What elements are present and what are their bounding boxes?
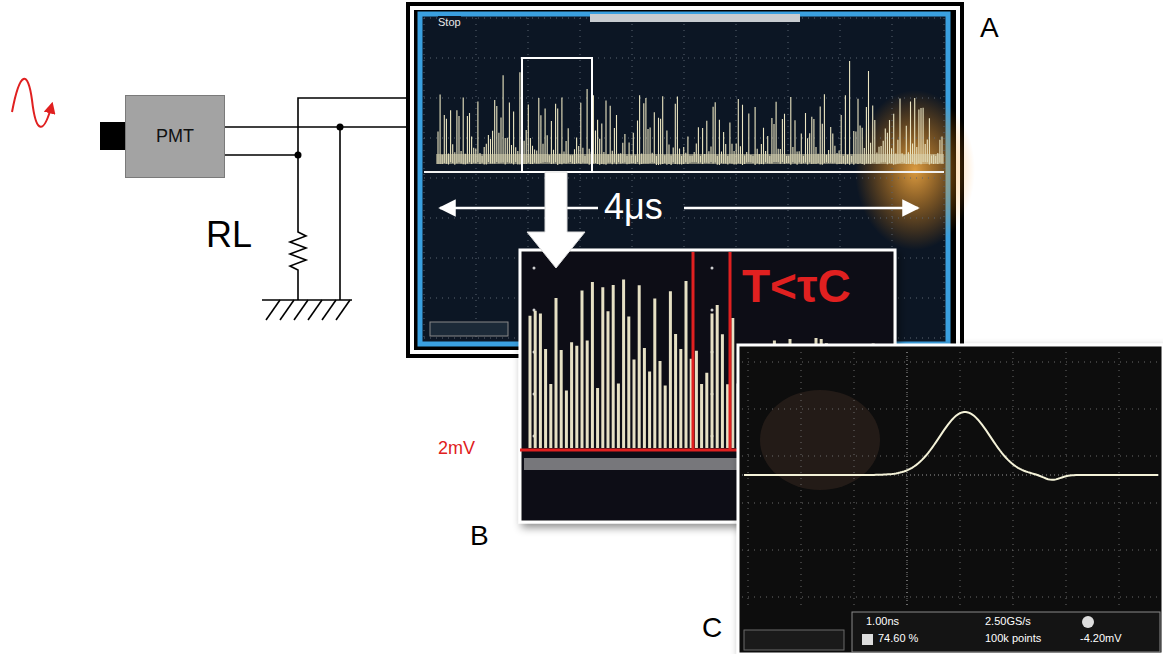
noise-band bbox=[436, 154, 944, 164]
grid-line bbox=[424, 98, 944, 99]
trigger-level: -4.20mV bbox=[1080, 632, 1122, 645]
grid-line bbox=[748, 352, 749, 606]
grid-line bbox=[801, 352, 802, 606]
ground-wire bbox=[339, 127, 341, 300]
status-box bbox=[744, 630, 844, 650]
grid-line bbox=[424, 178, 944, 179]
grid-line bbox=[742, 362, 1160, 363]
grid-line bbox=[742, 409, 1160, 410]
junction-dot bbox=[337, 124, 344, 131]
grid-line bbox=[742, 503, 1160, 504]
ground-hatch bbox=[280, 300, 294, 320]
grid-line bbox=[424, 58, 944, 59]
record-length: 100k points bbox=[985, 632, 1041, 645]
trigger-position: 74.60 % bbox=[878, 632, 918, 645]
channel-icon bbox=[1082, 616, 1094, 628]
scope-toolbar bbox=[590, 14, 800, 22]
threshold-line bbox=[520, 449, 760, 452]
pmt-window bbox=[100, 122, 126, 150]
threshold-value: 2mV bbox=[438, 438, 475, 459]
signal-wire bbox=[225, 98, 418, 155]
grid-line bbox=[476, 18, 477, 340]
pmt-box: PMT bbox=[125, 95, 225, 178]
interval-marker bbox=[729, 252, 732, 450]
interval-condition: T<τC bbox=[742, 260, 851, 313]
grid-dot bbox=[711, 267, 714, 270]
scale-box bbox=[430, 322, 508, 336]
resistor-label: RL bbox=[206, 214, 252, 255]
resistor-symbol bbox=[290, 155, 306, 300]
grid-line bbox=[854, 352, 855, 606]
screen-grid bbox=[742, 352, 1160, 606]
ground-hatch bbox=[322, 300, 336, 320]
trigger-icon bbox=[862, 634, 873, 645]
light-wave bbox=[12, 79, 52, 127]
zoom-arrow bbox=[527, 172, 585, 268]
timebase: 1.00ns bbox=[866, 615, 899, 628]
grid-line bbox=[742, 597, 1160, 598]
time-span: 4μs bbox=[604, 186, 663, 227]
span-arrow bbox=[440, 207, 598, 210]
grid-line bbox=[424, 218, 944, 219]
node-label: PMT bbox=[156, 126, 194, 147]
center-axis bbox=[907, 352, 908, 606]
status-bar bbox=[852, 612, 1160, 652]
grid-line bbox=[1066, 352, 1067, 606]
grid-dot bbox=[533, 267, 536, 270]
grid-line bbox=[424, 18, 425, 340]
pulse-inset bbox=[738, 345, 1163, 654]
reference-line bbox=[424, 171, 944, 173]
ground-hatch bbox=[336, 300, 350, 320]
pulse-waveform bbox=[744, 412, 1158, 480]
grid-line bbox=[907, 352, 908, 606]
panel-letter: A bbox=[980, 12, 999, 44]
span-arrow bbox=[684, 207, 918, 210]
zoom-box bbox=[522, 58, 592, 172]
interval-marker bbox=[692, 252, 695, 450]
scope-status: Stop bbox=[438, 16, 461, 29]
grid-line bbox=[944, 18, 945, 340]
pulse-trace bbox=[438, 61, 942, 165]
sample-rate: 2.50GS/s bbox=[985, 615, 1031, 628]
grid-line bbox=[742, 550, 1160, 551]
ground-hatch bbox=[294, 300, 308, 320]
grid-line bbox=[1013, 352, 1014, 606]
grid-dot bbox=[711, 309, 714, 312]
ground-hatch bbox=[266, 300, 280, 320]
ground-hatch bbox=[308, 300, 322, 320]
grid-line bbox=[1119, 352, 1120, 606]
panel-letter: B bbox=[470, 520, 489, 552]
junction-dot bbox=[295, 152, 302, 159]
ground-wire bbox=[225, 126, 418, 128]
panel-letter: C bbox=[702, 612, 722, 644]
grid-line bbox=[742, 456, 1160, 457]
grid-line bbox=[960, 352, 961, 606]
